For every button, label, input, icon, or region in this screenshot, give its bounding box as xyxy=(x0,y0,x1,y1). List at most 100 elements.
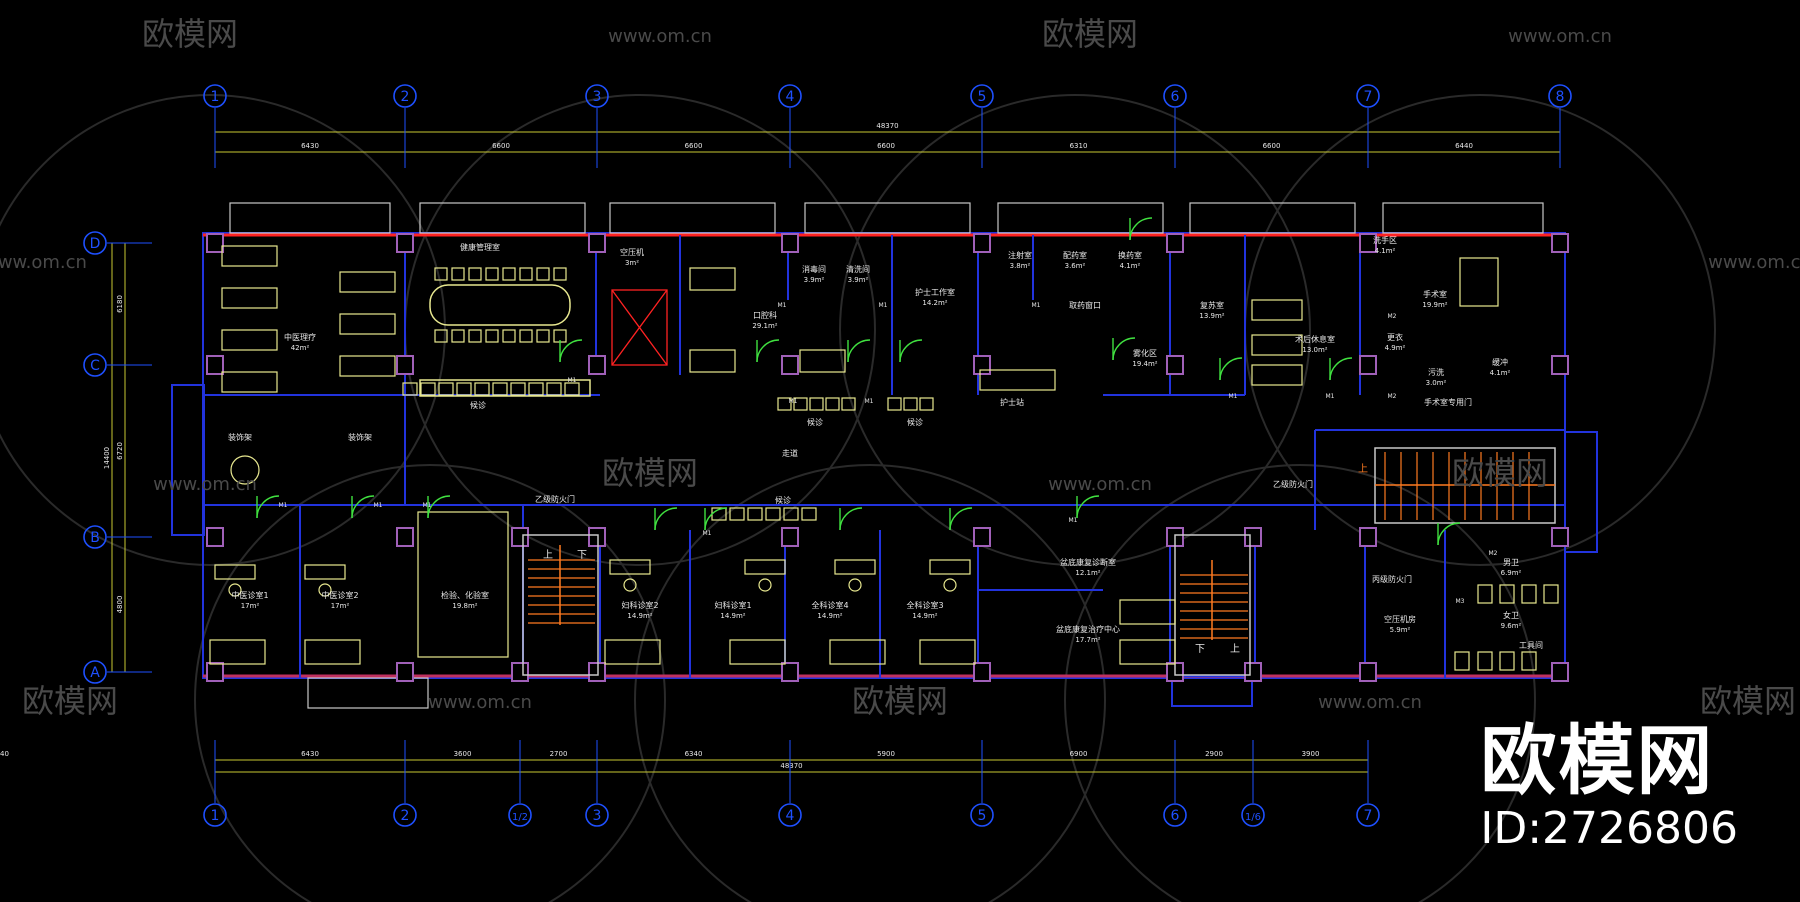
toilet xyxy=(1499,651,1515,671)
dental-chair xyxy=(799,349,846,373)
door-tag: M1 xyxy=(1326,393,1335,400)
axis-row-A-label: A xyxy=(90,665,100,681)
dim-label: 3600 xyxy=(454,750,472,758)
column xyxy=(588,662,606,682)
waiting-seat xyxy=(825,397,840,411)
column xyxy=(206,527,224,547)
axis-top-5-circle xyxy=(970,84,994,108)
room-area: 14.9m² xyxy=(912,612,937,620)
axis-top-7-circle xyxy=(1356,84,1380,108)
room-area: 4.1m² xyxy=(1490,369,1511,377)
stair-down-label: 下 xyxy=(577,550,587,561)
column xyxy=(781,355,799,375)
room-name: 全科诊室4 xyxy=(811,600,848,610)
axis-top-2-circle xyxy=(393,84,417,108)
stair-down-label: 下 xyxy=(1195,644,1205,655)
axis-top-2-label: 2 xyxy=(401,89,410,105)
column xyxy=(588,527,606,547)
label-fire_door_c: 丙级防火门 xyxy=(1372,574,1412,584)
axis-top-1-label: 1 xyxy=(211,89,220,105)
door-tag: M1 xyxy=(374,502,383,509)
column xyxy=(1551,355,1569,375)
operating-table xyxy=(1459,257,1499,307)
chair xyxy=(434,267,448,281)
dim-label: 6430 xyxy=(301,142,319,150)
bed xyxy=(304,639,361,665)
room-name: 工具间 xyxy=(1519,641,1543,650)
door-tag: M1 xyxy=(879,302,888,309)
bed xyxy=(1119,639,1176,665)
chair xyxy=(536,329,550,343)
bed xyxy=(1251,334,1303,356)
room-name: 检验、化验室 xyxy=(441,590,489,600)
axis-bottom-4-label: 4 xyxy=(786,808,795,824)
label-surgery_door: 手术室专用门 xyxy=(1424,397,1472,407)
door-tag: M2 xyxy=(1388,393,1397,400)
watermark-arc xyxy=(634,464,1106,902)
room-area: 14.9m² xyxy=(817,612,842,620)
stair-up-label: 上 xyxy=(1230,643,1240,655)
room-name: 消毒间 xyxy=(802,264,826,274)
waiting-seat xyxy=(438,382,454,396)
axis-top-4-circle xyxy=(778,84,802,108)
door-swing xyxy=(847,339,871,363)
room-area: 3m² xyxy=(625,259,639,267)
dim-label: 6900 xyxy=(1070,750,1088,758)
door-tag: M2 xyxy=(1489,550,1498,557)
bed xyxy=(1251,299,1303,321)
outer-walls xyxy=(171,202,1598,709)
chair xyxy=(553,267,567,281)
bed xyxy=(919,639,976,665)
waiting-seat xyxy=(887,397,902,411)
axis-bottom-1-label: 2 xyxy=(401,808,410,824)
label-shelf_1: 装饰架 xyxy=(228,432,252,442)
door-tag: M1 xyxy=(1069,517,1078,524)
axis-row-C-label: C xyxy=(90,358,100,374)
chair xyxy=(502,267,516,281)
chair xyxy=(228,583,242,597)
dim-label: 6600 xyxy=(492,142,510,150)
column xyxy=(1166,233,1184,253)
toilet xyxy=(1477,584,1493,604)
room-area: 17m² xyxy=(331,602,350,610)
axis-top-8-circle xyxy=(1548,84,1572,108)
dim-label: 6600 xyxy=(1263,142,1281,150)
label-corridor: 走道 xyxy=(782,448,798,458)
axis-bottom-5-circle xyxy=(970,803,994,827)
door-tag: M1 xyxy=(1229,393,1238,400)
toilet xyxy=(1521,651,1537,671)
room-name: 污洗 xyxy=(1428,367,1444,377)
column xyxy=(511,662,529,682)
room-name: 空压机 xyxy=(620,247,644,257)
bed xyxy=(604,639,661,665)
waiting-seat xyxy=(456,382,472,396)
room-name: 更衣 xyxy=(1387,332,1403,342)
room-name: 盆底康复诊断室 xyxy=(1060,557,1116,567)
room-name: 中医诊室2 xyxy=(321,590,358,600)
waiting-seat xyxy=(546,382,562,396)
chair xyxy=(468,267,482,281)
room-name: 中医理疗 xyxy=(284,332,316,342)
room-name: 女卫 xyxy=(1503,610,1519,620)
door-swing xyxy=(1112,337,1136,361)
column xyxy=(973,527,991,547)
room-area: 5.9m² xyxy=(1390,626,1411,634)
door-tag: M1 xyxy=(423,502,432,509)
watermark-url: www.om.cn xyxy=(1318,692,1422,713)
waiting-seat xyxy=(801,507,817,521)
door-swing xyxy=(256,495,280,519)
axis-bottom-6-label: 6 xyxy=(1171,808,1180,824)
watermark-url: www.om.cn xyxy=(153,474,257,495)
room-name: 术后休息室 xyxy=(1295,334,1335,344)
watermark-url: www.om.cn xyxy=(1048,474,1152,495)
room-area: 4.9m² xyxy=(1385,344,1406,352)
axis-bottom-8-circle xyxy=(1356,803,1380,827)
dim-label: 6340 xyxy=(685,750,703,758)
door-tag: M1 xyxy=(703,530,712,537)
door-tag: M1 xyxy=(279,502,288,509)
waiting-seat xyxy=(765,507,781,521)
room-area: 13.9m² xyxy=(1199,312,1224,320)
bed xyxy=(221,329,278,351)
watermark-logo: 欧模网 xyxy=(852,682,948,720)
column xyxy=(1359,662,1377,682)
